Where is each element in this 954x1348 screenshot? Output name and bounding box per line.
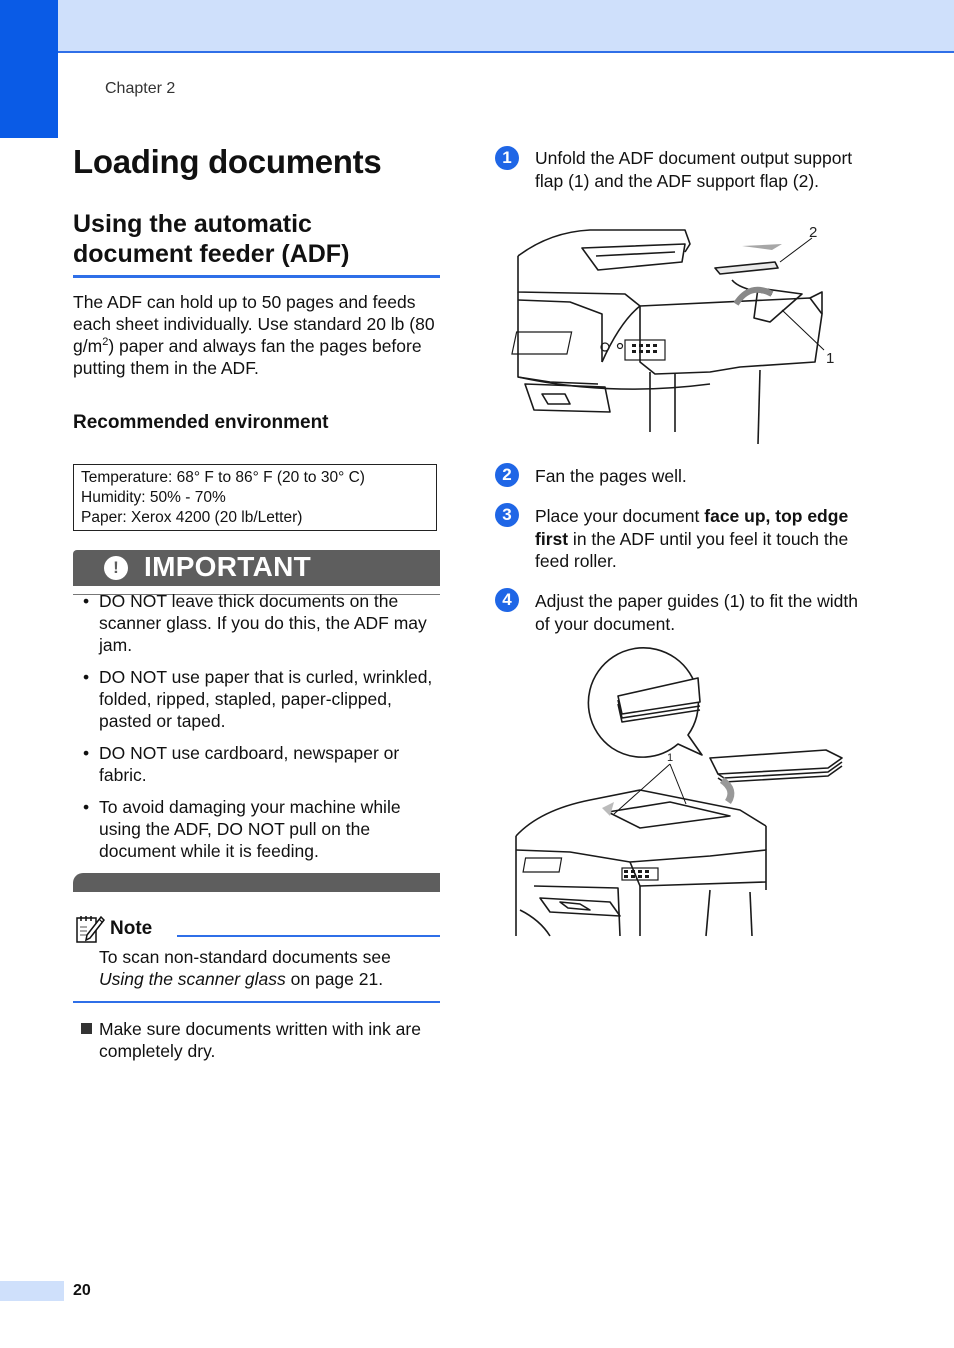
list-item: •DO NOT use paper that is curled, wrinkl… bbox=[83, 667, 433, 731]
step-text: Unfold the ADF document output support f… bbox=[535, 148, 853, 191]
callout-label: 2 bbox=[809, 224, 818, 241]
warning-icon: ! bbox=[104, 556, 128, 580]
step-number: 2 bbox=[495, 463, 519, 487]
list-item: •DO NOT use cardboard, newspaper or fabr… bbox=[83, 743, 400, 785]
list-item: Make sure documents written with ink are… bbox=[80, 1018, 461, 1062]
step-number: 1 bbox=[495, 146, 519, 170]
environment-heading: Recommended environment bbox=[73, 412, 329, 433]
step-text: Place your document face up, top edge fi… bbox=[535, 506, 849, 571]
footer-band bbox=[0, 1281, 64, 1301]
important-title: IMPORTANT bbox=[144, 551, 312, 582]
note-bottom-rule bbox=[73, 1001, 440, 1003]
note-rule bbox=[177, 935, 440, 937]
note-pencil-icon bbox=[76, 915, 105, 943]
important-footer-bar bbox=[73, 873, 440, 892]
step-text: Adjust the paper guides (1) to fit the w… bbox=[535, 591, 858, 634]
environment-box: Temperature: 68° F to 86° F (20 to 30° C… bbox=[73, 464, 437, 531]
section-heading-rule bbox=[73, 275, 440, 278]
callout-label: 1 bbox=[826, 350, 835, 367]
square-bullet-icon bbox=[81, 1023, 92, 1034]
section-heading: Using the automatic document feeder (ADF… bbox=[73, 210, 350, 268]
important-underline bbox=[73, 594, 440, 595]
adf-flaps-illustration bbox=[511, 229, 825, 445]
chapter-tab-marker bbox=[0, 0, 58, 138]
note-title: Note bbox=[110, 918, 153, 939]
page-number: 20 bbox=[73, 1282, 91, 1299]
callout-label: 1 bbox=[667, 752, 674, 764]
step-number: 4 bbox=[495, 588, 519, 612]
list-item: •To avoid damaging your machine while us… bbox=[83, 797, 401, 861]
environment-line: Temperature: 68° F to 86° F (20 to 30° C… bbox=[81, 469, 365, 486]
chapter-label: Chapter 2 bbox=[105, 80, 176, 97]
list-item: •DO NOT leave thick documents on the sca… bbox=[83, 591, 427, 655]
document-loading-illustration bbox=[515, 647, 843, 937]
important-banner bbox=[73, 550, 440, 586]
page-title: Loading documents bbox=[73, 143, 382, 180]
environment-line: Paper: Xerox 4200 (20 lb/Letter) bbox=[81, 509, 303, 526]
step-number: 3 bbox=[495, 503, 519, 527]
intro-paragraph: The ADF can hold up to 50 pages and feed… bbox=[73, 292, 435, 378]
important-list: •DO NOT leave thick documents on the sca… bbox=[80, 590, 442, 872]
note-body: To scan non-standard documents see Using… bbox=[99, 947, 391, 989]
header-band bbox=[58, 0, 954, 53]
step-text: Fan the pages well. bbox=[535, 466, 687, 486]
cross-reference-link: Using the scanner glass bbox=[99, 969, 286, 989]
environment-line: Humidity: 50% - 70% bbox=[81, 489, 226, 506]
